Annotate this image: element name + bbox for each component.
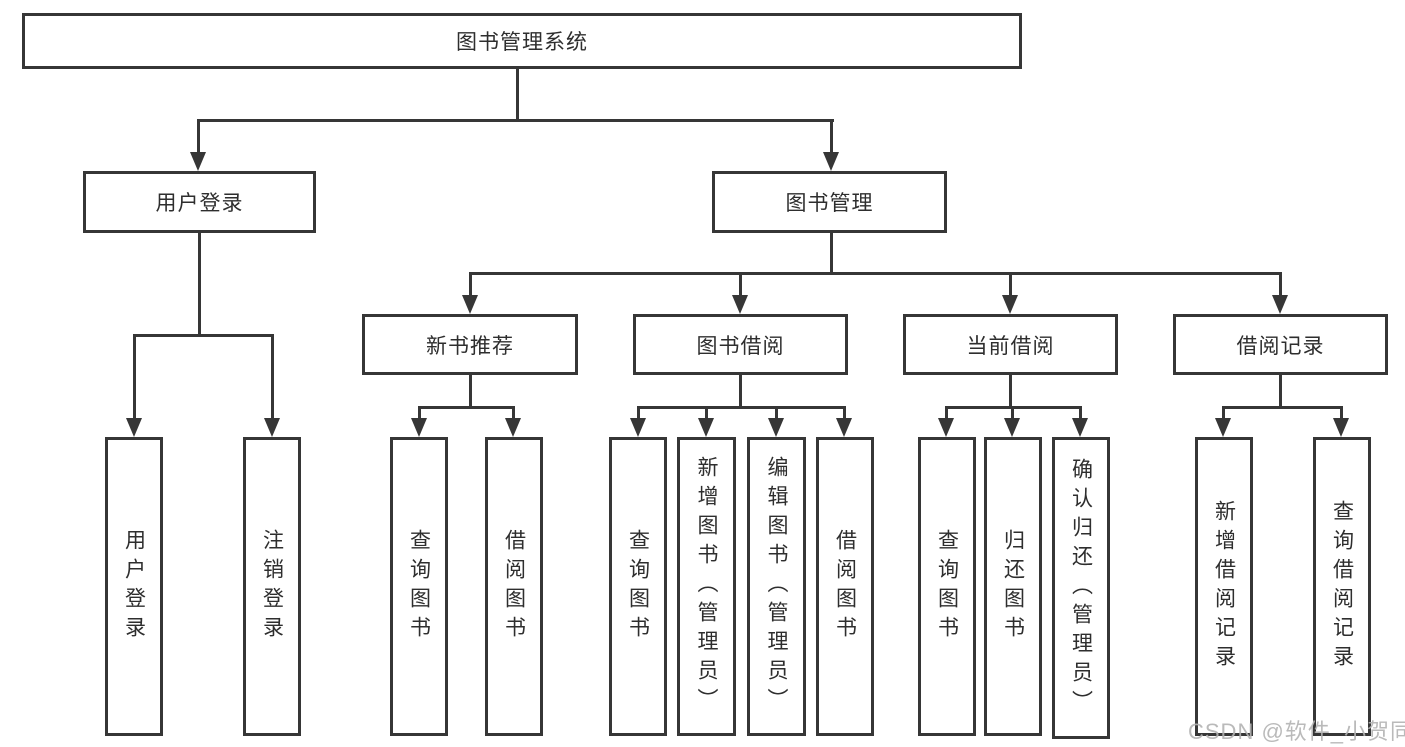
arrowhead (462, 295, 478, 314)
arrowhead (698, 418, 714, 437)
arrowhead (938, 418, 954, 437)
connector-line (637, 406, 640, 421)
connector-line (198, 232, 201, 337)
connector-line (775, 406, 778, 421)
leaf-borrow-add-books-admin: 新增图书（管理员） (677, 437, 736, 736)
connector-line (830, 119, 833, 154)
leaf-user-login: 用户登录 (105, 437, 163, 736)
connector-line (739, 375, 742, 409)
connector-line (271, 334, 274, 420)
connector-line (197, 119, 200, 154)
leaf-records-query: 查询借阅记录 (1313, 437, 1371, 736)
arrowhead (1004, 418, 1020, 437)
leaf-records-add: 新增借阅记录 (1195, 437, 1253, 736)
connector-line (469, 272, 472, 297)
connector-line (469, 272, 1282, 275)
connector-line (1009, 272, 1012, 297)
connector-line (512, 406, 515, 421)
leaf-recommend-borrow-books: 借阅图书 (485, 437, 543, 736)
arrowhead (264, 418, 280, 437)
leaf-current-query-books: 查询图书 (918, 437, 976, 736)
leaf-borrow-edit-books-admin: 编辑图书（管理员） (747, 437, 806, 736)
arrowhead (630, 418, 646, 437)
leaf-current-return-books: 归还图书 (984, 437, 1042, 736)
leaf-recommend-query-books: 查询图书 (390, 437, 448, 736)
arrowhead (768, 418, 784, 437)
arrowhead (1072, 418, 1088, 437)
connector-line (1011, 406, 1014, 421)
csdn-watermark: CSDN @软件_小贺同学 (1188, 719, 1405, 744)
connector-line (1340, 406, 1343, 421)
arrowhead (190, 152, 206, 171)
connector-line (739, 272, 742, 297)
connector-line (830, 233, 833, 275)
arrowhead (823, 152, 839, 171)
connector-line (418, 406, 515, 409)
connector-line (133, 334, 136, 420)
connector-line (516, 69, 519, 122)
node-root: 图书管理系统 (22, 13, 1022, 69)
connector-line (1009, 375, 1012, 409)
leaf-borrow-borrow-books: 借阅图书 (816, 437, 874, 736)
node-borrow-records: 借阅记录 (1173, 314, 1388, 375)
connector-line (1079, 406, 1082, 421)
leaf-logout: 注销登录 (243, 437, 301, 736)
arrowhead (1215, 418, 1231, 437)
connector-line (1222, 406, 1225, 421)
node-current-borrow: 当前借阅 (903, 314, 1118, 375)
arrowhead (1272, 295, 1288, 314)
connector-line (469, 375, 472, 409)
node-new-book-recommend: 新书推荐 (362, 314, 578, 375)
node-user-login: 用户登录 (83, 171, 316, 233)
arrowhead (732, 295, 748, 314)
connector-line (133, 334, 274, 337)
leaf-current-confirm-return-admin: 确认归还（管理员） (1052, 437, 1110, 739)
connector-line (843, 406, 846, 421)
connector-line (418, 406, 421, 421)
connector-line (1279, 272, 1282, 297)
node-book-management: 图书管理 (712, 171, 947, 233)
connector-line (1279, 375, 1282, 409)
connector-line (1222, 406, 1343, 409)
connector-line (197, 119, 834, 122)
arrowhead (411, 418, 427, 437)
connector-line (637, 406, 846, 409)
leaf-borrow-query-books: 查询图书 (609, 437, 667, 736)
node-book-borrow: 图书借阅 (633, 314, 848, 375)
connector-line (945, 406, 948, 421)
connector-line (705, 406, 708, 421)
arrowhead (1333, 418, 1349, 437)
arrowhead (1002, 295, 1018, 314)
arrowhead (836, 418, 852, 437)
arrowhead (126, 418, 142, 437)
arrowhead (505, 418, 521, 437)
